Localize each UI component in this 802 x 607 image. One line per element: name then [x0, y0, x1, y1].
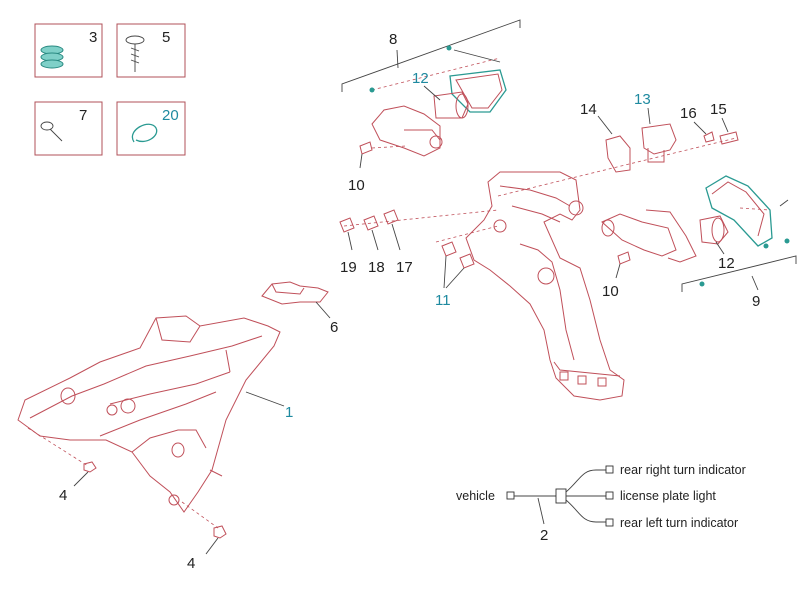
callout-15: 15	[710, 101, 727, 118]
callout-20: 20	[162, 107, 179, 124]
label-license-plate-light: license plate light	[620, 489, 716, 503]
callout-6: 6	[330, 319, 338, 336]
turn-indicator-kit-8: 8 12 10	[341, 19, 521, 194]
callout-7: 7	[79, 107, 87, 124]
callout-10-upper: 10	[348, 177, 365, 194]
callout-11: 11	[435, 292, 451, 309]
part-4-nuts: 4 4	[27, 427, 227, 572]
callout-17: 17	[396, 259, 413, 276]
label-rear-right-turn-indicator: rear right turn indicator	[620, 463, 746, 477]
callout-4-upper: 4	[59, 487, 67, 504]
callout-5: 5	[162, 29, 170, 46]
part-box-7: 7	[34, 101, 103, 156]
rear-mudguard-part-1: 1	[17, 315, 293, 513]
callout-19: 19	[340, 259, 357, 276]
callout-14: 14	[580, 101, 597, 118]
callout-10-lower: 10	[602, 283, 619, 300]
callout-12-upper: 12	[412, 70, 429, 87]
callout-9: 9	[752, 293, 760, 310]
callout-13: 13	[634, 91, 651, 108]
wiring-harness-part-2: vehicle rear right turn indicator licens…	[456, 463, 746, 544]
turn-indicator-kit-9: 12 9 10	[601, 175, 797, 310]
callout-12-lower: 12	[718, 255, 735, 272]
callout-8: 8	[389, 31, 397, 48]
callout-2: 2	[540, 527, 548, 544]
callout-1: 1	[285, 404, 293, 421]
parts-13-16: 14 13 16 15	[497, 91, 739, 197]
license-plate-holder	[465, 171, 625, 401]
label-vehicle: vehicle	[456, 489, 495, 503]
callout-3: 3	[89, 29, 97, 46]
part-box-5: 5	[116, 23, 186, 78]
callout-4-lower: 4	[187, 555, 195, 572]
part-box-3: 3	[34, 23, 103, 78]
callout-18: 18	[368, 259, 385, 276]
callout-16: 16	[680, 105, 697, 122]
part-box-20: 20	[116, 101, 186, 156]
label-rear-left-turn-indicator: rear left turn indicator	[620, 516, 738, 530]
parts-11-17-19: 19 18 17 11	[339, 209, 499, 309]
part-6-bracket: 6	[261, 281, 338, 336]
